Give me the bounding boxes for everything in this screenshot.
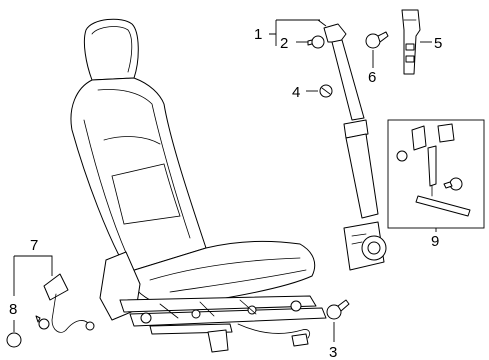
upper-belt-guide	[323, 23, 347, 43]
callout-7: 7	[30, 237, 38, 254]
callout-9: 9	[431, 233, 439, 250]
lower-belt-webbing	[345, 133, 379, 219]
belt-webbing	[331, 39, 365, 121]
bolt-2	[307, 35, 325, 49]
inset-bracket-a	[411, 125, 427, 151]
bolt-3	[326, 299, 350, 320]
callout-1: 1	[254, 26, 262, 43]
bolt-6	[365, 31, 389, 49]
callout-8: 8	[9, 301, 17, 318]
seat-belt-retractor-assembly	[323, 23, 387, 271]
leader-lines	[13, 19, 437, 342]
buckle-assembly	[35, 273, 95, 333]
bolt-4	[319, 84, 333, 98]
seat-back	[70, 77, 207, 273]
inset-bracket-b	[437, 123, 455, 143]
height-adjuster-bracket	[401, 9, 421, 75]
seat-track-frame	[99, 251, 327, 353]
callout-4: 4	[292, 84, 300, 101]
callout-3: 3	[329, 344, 337, 360]
seat-assembly	[70, 18, 327, 353]
callout-6: 6	[368, 69, 376, 86]
headrest	[83, 18, 139, 81]
callout-2: 2	[280, 35, 288, 52]
middle-belt-guide	[343, 119, 369, 139]
buckle-latch	[43, 273, 69, 301]
callouts: 1 2 3 4 5 6 7 8 9	[9, 26, 442, 360]
retractor-housing	[343, 221, 387, 271]
inset-parts-box	[387, 119, 485, 229]
callout-5: 5	[434, 35, 442, 52]
bolt-8	[6, 332, 22, 348]
seat-cushion	[127, 240, 316, 301]
